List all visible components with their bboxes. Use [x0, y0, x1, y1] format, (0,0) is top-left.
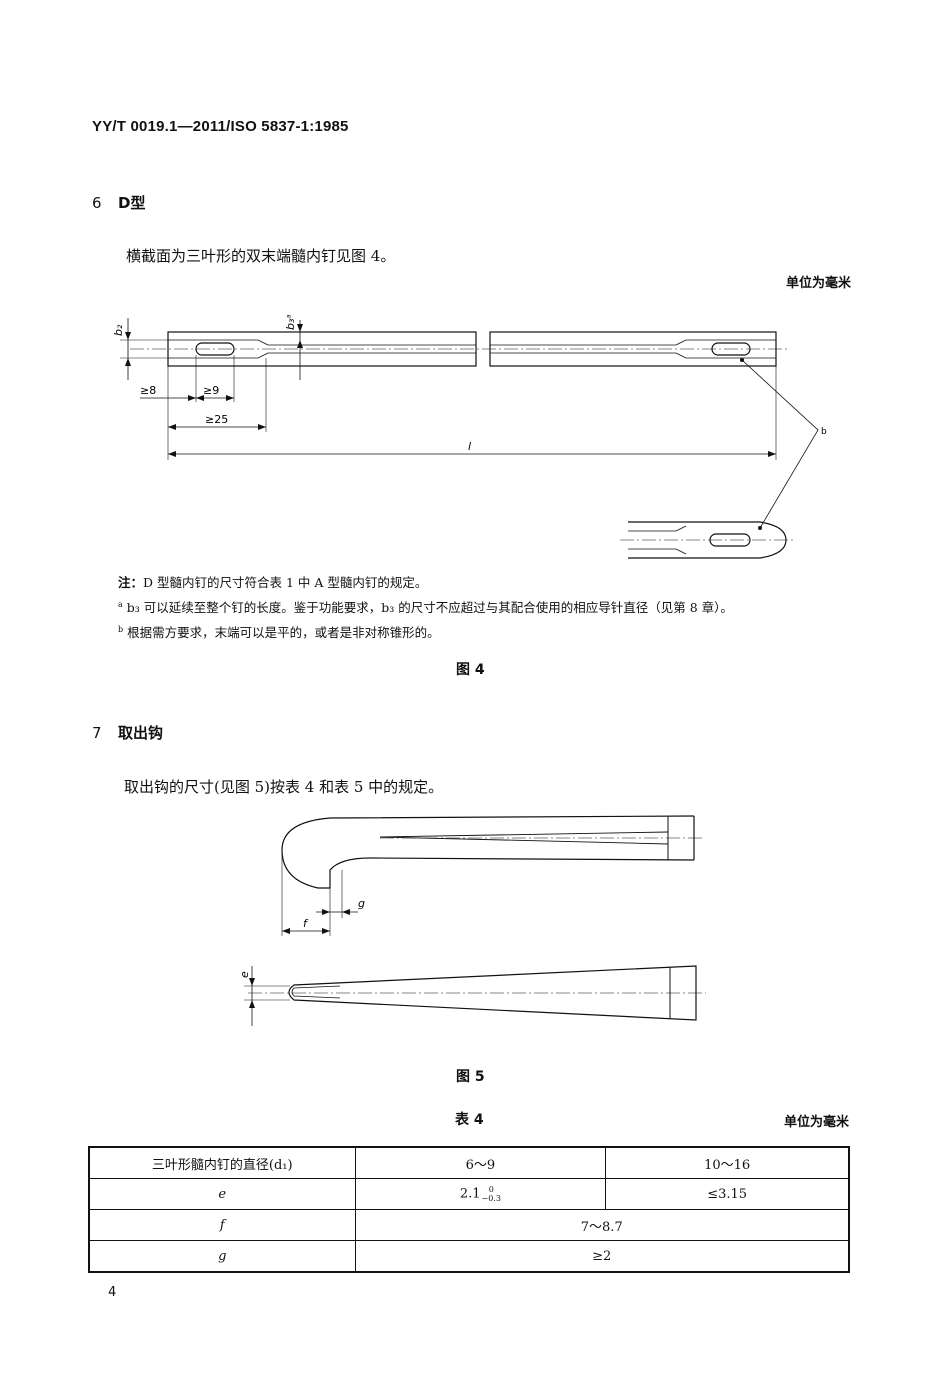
- tolerance-limits: 0−0.3: [482, 1185, 501, 1203]
- figure-4-caption: 图 4: [456, 662, 485, 678]
- row-symbol-g: g: [88, 1240, 356, 1273]
- section-7-number: 7: [92, 724, 102, 742]
- section-7-paragraph: 取出钩的尺寸(见图 5)按表 4 和表 5 中的规定。: [124, 778, 444, 796]
- dim-b2-label: b₂: [112, 324, 125, 336]
- section-6-heading: 6 D型: [92, 192, 145, 213]
- table-4-title: 表 4: [455, 1112, 484, 1128]
- note-label: 注：: [118, 575, 144, 590]
- header-col1-cell: 6～9: [354, 1146, 607, 1179]
- section-7-title: 取出钩: [118, 724, 164, 742]
- tolerance-base: 2.1: [459, 1186, 481, 1202]
- fig4-note-main: 注：D 型髓内钉的尺寸符合表 1 中 A 型髓内钉的规定。: [118, 572, 427, 591]
- header-col2-cell: 10～16: [605, 1146, 850, 1179]
- note-b-marker: b: [118, 624, 124, 634]
- section-6-paragraph: 横截面为三叶形的双末端髓内钉见图 4。: [126, 247, 396, 265]
- note-b-text: 根据需方要求，末端可以是平的，或者是非对称锥形的。: [127, 625, 440, 640]
- table-row-g: g ≥2: [88, 1240, 850, 1273]
- tolerance-upper: 0: [488, 1185, 494, 1194]
- figure-4-drawing: b₂ b₃ᵃ ≥8 ≥9 ≥25 l b: [112, 314, 827, 559]
- section-6-title: D型: [118, 194, 146, 212]
- table-row-f: f 7～8.7: [88, 1209, 850, 1241]
- tolerance-lower: −0.3: [481, 1194, 501, 1203]
- dim-9-label: ≥9: [203, 384, 219, 397]
- dim-e-label: e: [238, 971, 251, 978]
- dim-l-label: l: [468, 440, 471, 453]
- section-7-heading: 7 取出钩: [92, 722, 163, 743]
- note-a-text: b₃ 可以延续至整个钉的长度。鉴于功能要求，b₃ 的尺寸不应超过与其配合使用的相…: [126, 600, 733, 615]
- figure-5-caption: 图 5: [456, 1069, 485, 1085]
- fig4-note-b: b 根据需方要求，末端可以是平的，或者是非对称锥形的。: [118, 622, 440, 641]
- dim-g-label: g: [358, 897, 365, 910]
- row-e-col2: ≤3.15: [605, 1178, 850, 1210]
- hook-outline: [281, 815, 695, 889]
- row-symbol-e: e: [88, 1178, 356, 1210]
- header-label-cell: 三叶形髓内钉的直径(d₁): [88, 1146, 356, 1179]
- fig4-note-a: a b₃ 可以延续至整个钉的长度。鉴于功能要求，b₃ 的尺寸不应超过与其配合使用…: [118, 597, 878, 616]
- row-f-merged: 7～8.7: [354, 1209, 850, 1241]
- hook-side-outline: [288, 965, 697, 1021]
- row-g-merged: ≥2: [354, 1240, 850, 1273]
- dim-f-label: f: [303, 917, 309, 930]
- note-main-text: D 型髓内钉的尺寸符合表 1 中 A 型髓内钉的规定。: [143, 575, 428, 590]
- dim-b3-label: b₃ᵃ: [284, 314, 297, 330]
- note-a-marker: a: [118, 599, 123, 609]
- callout-b-label: b: [821, 427, 827, 437]
- figure-5-drawing: f g e: [238, 815, 706, 1026]
- unit-note-table4: 单位为毫米: [783, 1115, 849, 1130]
- unit-note-fig4: 单位为毫米: [785, 276, 851, 291]
- document-header: YY/T 0019.1—2011/ISO 5837-1:1985: [92, 118, 349, 135]
- row-symbol-f: f: [88, 1209, 356, 1241]
- nail-body-left: [167, 331, 477, 367]
- section-6-number: 6: [92, 194, 102, 212]
- page-number: 4: [108, 1285, 117, 1300]
- table-header-row: 三叶形髓内钉的直径(d₁) 6～9 10～16: [88, 1146, 850, 1179]
- dim-25-label: ≥25: [205, 413, 228, 426]
- dim-8-label: ≥8: [140, 384, 156, 397]
